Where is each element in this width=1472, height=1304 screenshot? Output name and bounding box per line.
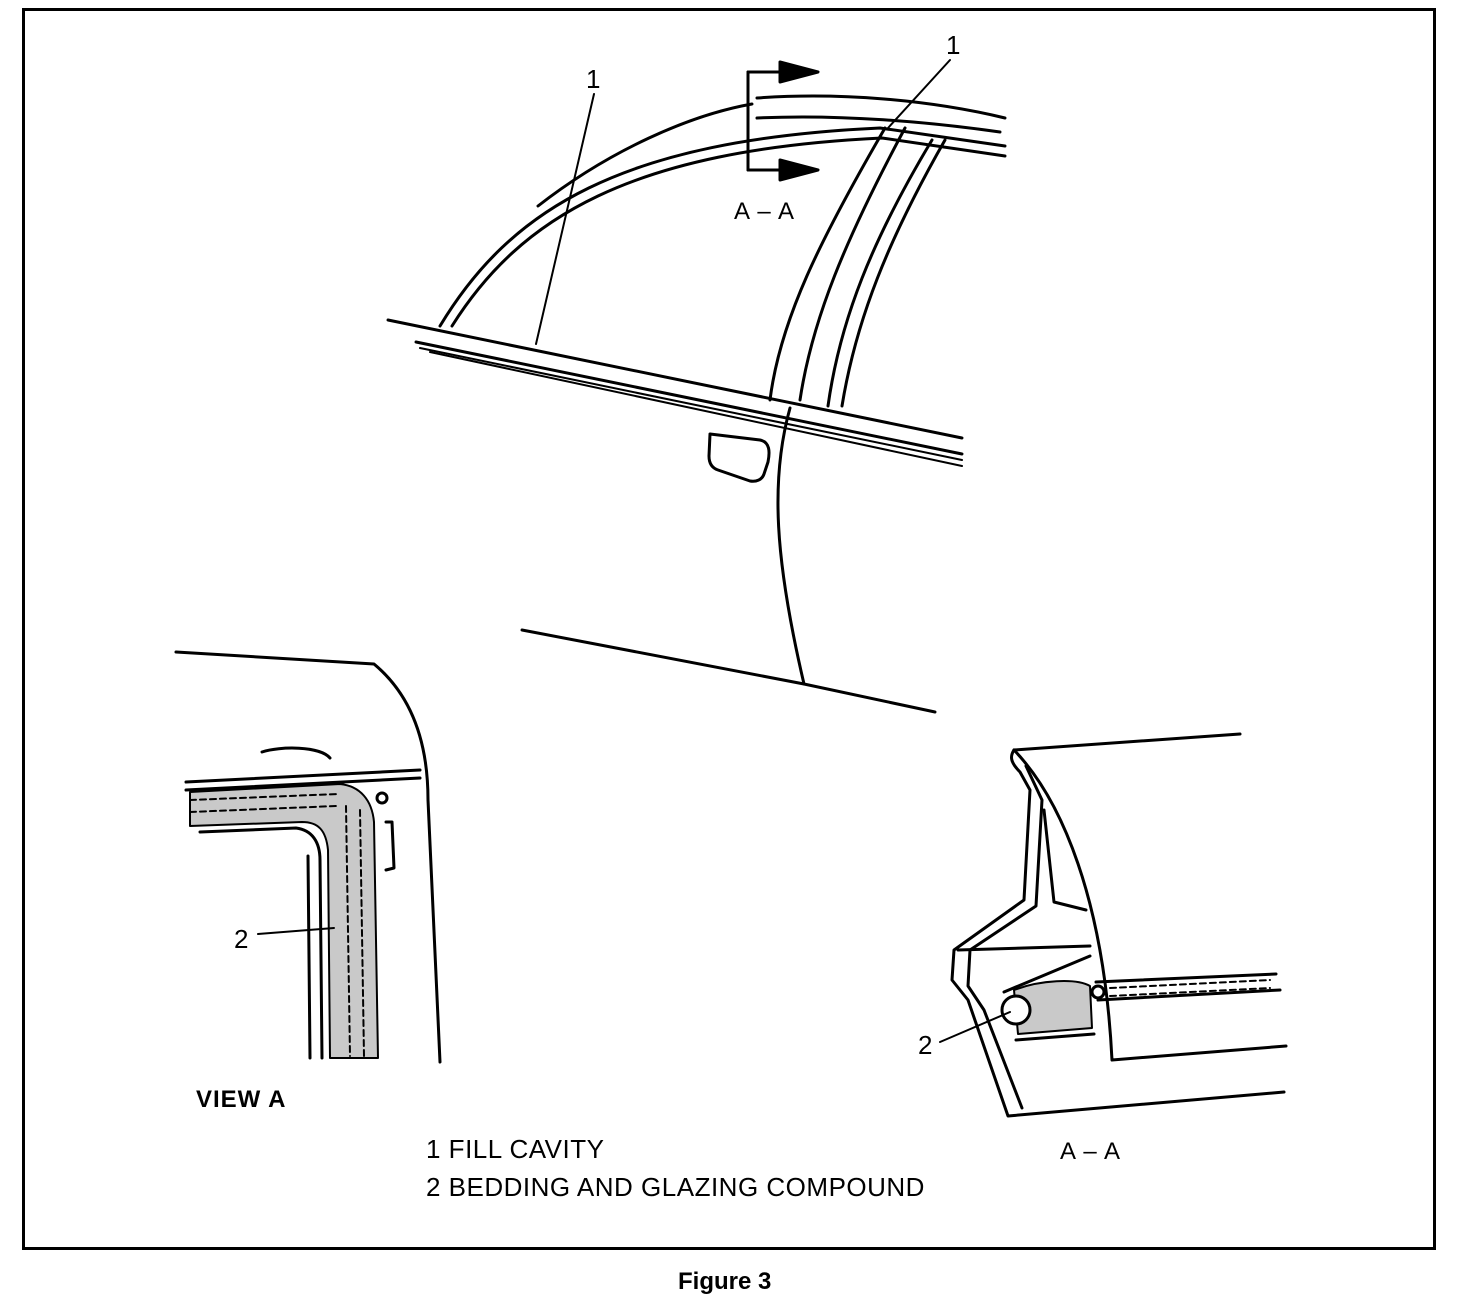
figure-caption: Figure 3 (678, 1268, 772, 1295)
callout-fill-cavity-right: 1 (946, 30, 961, 60)
legend-item-2: 2 BEDDING AND GLAZING COMPOUND (426, 1172, 925, 1202)
section-arrow-upper (778, 60, 820, 84)
view-a-detail (174, 650, 442, 1064)
section-aa-detail (939, 732, 1288, 1118)
section-compound (1013, 980, 1093, 1035)
section-bead (1000, 994, 1032, 1026)
door-illustration (386, 59, 1007, 714)
callout-compound-section: 2 (918, 1030, 933, 1060)
view-a-label: VIEW A (196, 1086, 287, 1113)
figure-frame (22, 8, 1436, 1250)
callout-fill-cavity-left: 1 (586, 64, 601, 94)
view-a-compound (189, 783, 379, 1059)
legend-item-1: 1 FILL CAVITY (426, 1134, 605, 1164)
section-mark-bottom: A – A (1060, 1138, 1122, 1165)
section-arrow-lower (778, 158, 820, 182)
section-mark-top: A – A (734, 198, 796, 225)
callout-compound-view-a: 2 (234, 924, 249, 954)
